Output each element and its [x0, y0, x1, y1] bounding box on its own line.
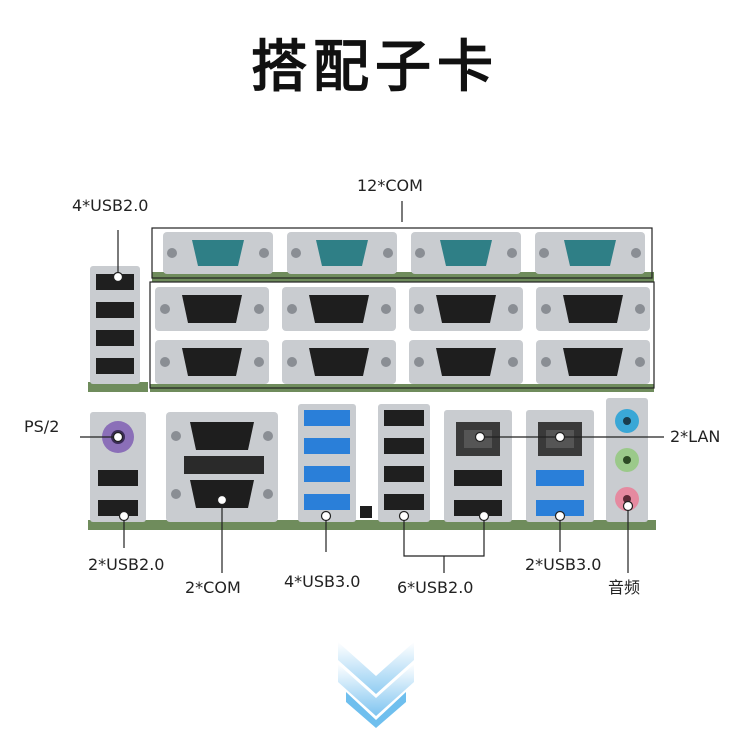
lan-usb-stack-2	[526, 410, 594, 522]
usb3-stack	[298, 404, 356, 522]
pcb-strip-bottom	[88, 520, 656, 530]
com-pair-bottom	[166, 412, 278, 522]
pcb-strip-left	[88, 382, 148, 392]
label-4-usb2: 4*USB2.0	[72, 196, 149, 215]
com-port-dark	[155, 340, 269, 384]
page-title: 搭配子卡	[251, 35, 499, 100]
label-6-usb2: 6*USB2.0	[397, 578, 474, 597]
label-4-usb3: 4*USB3.0	[284, 572, 361, 591]
reset-button	[360, 506, 372, 518]
usb2-stack-middle	[378, 404, 430, 522]
com-port-teal	[535, 232, 645, 274]
pcb-strip-top	[152, 272, 654, 282]
label-2-com: 2*COM	[185, 578, 241, 597]
com12-frame-bottom	[149, 281, 655, 389]
com-port-dark	[282, 340, 396, 384]
down-arrow-icon	[338, 642, 414, 728]
com-port-teal	[411, 232, 521, 274]
com-port-dark	[409, 287, 523, 331]
label-2-usb3: 2*USB3.0	[525, 555, 602, 574]
com-port-dark	[282, 287, 396, 331]
audio-stack	[606, 398, 648, 522]
label-2-usb2: 2*USB2.0	[88, 555, 165, 574]
com-port-dark	[536, 287, 650, 331]
label-12-com: 12*COM	[357, 176, 423, 195]
label-ps2: PS/2	[24, 417, 60, 436]
com-port-dark	[409, 340, 523, 384]
com12-frame-top	[151, 227, 653, 279]
ps2-usb-stack	[90, 412, 146, 522]
com-port-dark	[536, 340, 650, 384]
com-port-teal	[163, 232, 273, 274]
usb2-stack-left	[90, 266, 140, 384]
lan-usb-stack-1	[444, 410, 512, 522]
label-audio: 音频	[608, 578, 641, 597]
com-port-teal	[287, 232, 397, 274]
com-port-dark	[155, 287, 269, 331]
label-2-lan: 2*LAN	[670, 427, 721, 446]
